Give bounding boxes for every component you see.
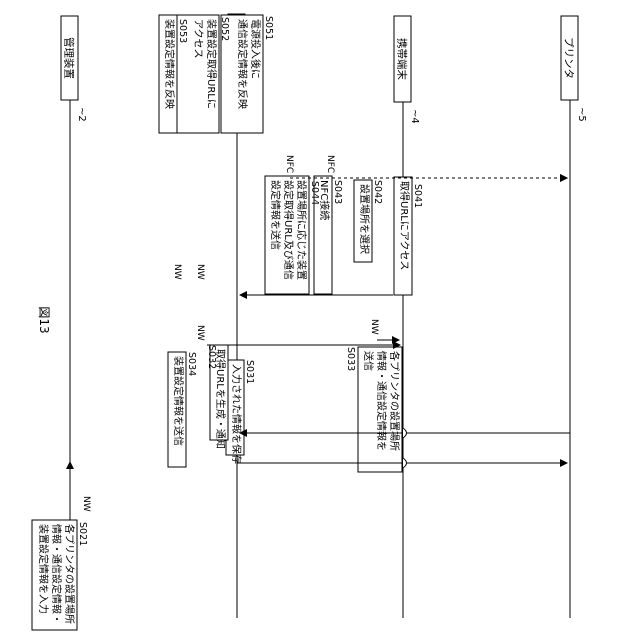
step-s044-id: S044: [309, 181, 320, 205]
step-s051-id: S051: [263, 16, 274, 40]
step-s031-text-line-1: 入力された情報を保存: [230, 364, 243, 464]
step-s044-text-line-2: 設定取得URL及び通信: [282, 180, 295, 280]
step-s021-id: S021: [77, 522, 88, 546]
step-s034-text-line-1: 装置設定情報を送信: [172, 356, 185, 446]
step-s031-id: S031: [244, 360, 255, 384]
management-device-label: 管理装置: [63, 37, 76, 79]
mobile-terminal-label: 携帯端末: [396, 38, 409, 80]
crossing-arc-2: [403, 458, 407, 468]
crossing-arc-1: [403, 428, 407, 438]
step-s033-id: S033: [345, 347, 356, 371]
step-s021-text-line-2: 情報・通信設定情報・: [50, 524, 63, 624]
step-s051-text-line-1: 電源投入後に: [249, 19, 262, 79]
step-s043-id: S043: [332, 180, 343, 204]
step-s032-id: S032: [206, 345, 217, 369]
step-s053-text-line-1: 装置設定情報を反映: [163, 19, 176, 109]
step-s044-text-line-3: 設定情報を送信: [269, 180, 282, 250]
nfc-label-2: NFC: [284, 155, 294, 173]
step-s033-text-line-1: 各プリンタの設置場所: [388, 351, 401, 451]
step-s021-text-line-3: 装置設定情報を入力: [37, 524, 50, 614]
step-s033-text-line-2: 情報・通信設定情報を: [375, 351, 388, 451]
step-s041-id: S041: [412, 184, 423, 208]
nw-label-1: NW: [81, 496, 91, 512]
step-s021-text-line-1: 各プリンタの設置場所: [63, 524, 76, 624]
step-s051-text-line-2: 通信設定情報を反映: [236, 19, 249, 109]
step-s052-id: S052: [219, 17, 230, 41]
step-s033-text-line-3: 送信: [362, 351, 375, 371]
step-s052-text-line-1: 装置設定取得URLに: [205, 19, 218, 109]
nfc-label-1: NFC: [325, 155, 335, 173]
nw-label-3: NW: [369, 319, 379, 335]
printer-label: プリンタ: [563, 37, 575, 79]
nw-label-4: NW: [195, 264, 205, 280]
step-s053-id: S053: [177, 19, 188, 43]
management-device-ref-number: ~2: [76, 107, 87, 122]
step-s034-id: S034: [186, 352, 197, 376]
step-s044-text-line-1: 設置場所に応じた装置: [295, 180, 308, 280]
printer-ref-number: ~5: [576, 107, 587, 122]
step-s041-text-line-1: 取得URLにアクセス: [398, 181, 410, 270]
step-s042-id: S042: [372, 180, 383, 204]
nw-label-2: NW: [195, 325, 205, 341]
step-s042-text-line-1: 設置場所を選択: [358, 184, 371, 254]
nw-label-5: NW: [172, 264, 182, 280]
figure-label: 図13: [37, 306, 51, 333]
step-s052-text-line-2: アクセス: [192, 19, 204, 59]
mobile-terminal-ref-number: ~4: [409, 109, 420, 124]
